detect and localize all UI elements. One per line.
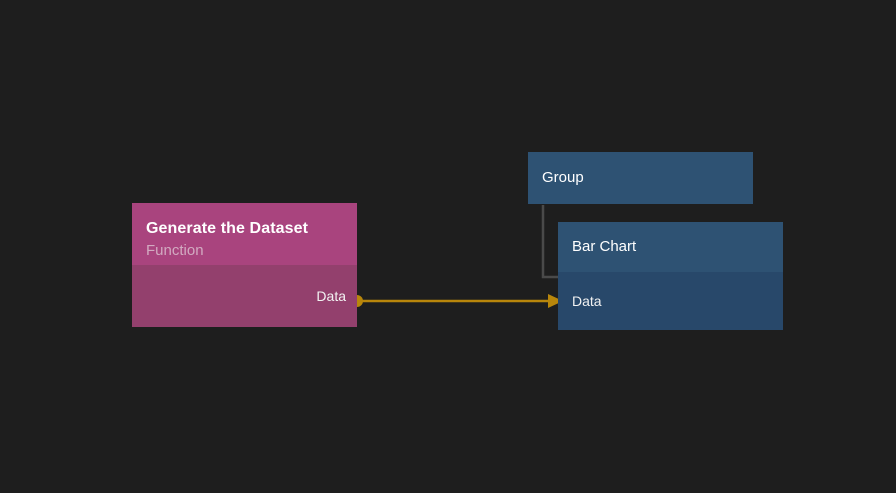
node-bar-chart[interactable]: Bar Chart Data bbox=[558, 222, 783, 330]
function-output-port-row[interactable]: Data bbox=[132, 265, 357, 327]
barchart-input-port-label: Data bbox=[572, 293, 602, 309]
function-node-header[interactable]: Generate the Dataset Function bbox=[132, 203, 357, 265]
barchart-node-header[interactable]: Bar Chart bbox=[558, 222, 783, 272]
node-group[interactable]: Group bbox=[528, 152, 753, 204]
function-output-port-label: Data bbox=[316, 288, 346, 304]
function-node-title: Generate the Dataset bbox=[146, 220, 309, 238]
group-bracket-connector bbox=[541, 205, 558, 279]
function-node-body: Data bbox=[132, 265, 357, 327]
barchart-node-body: Data bbox=[558, 272, 783, 330]
group-node-title: Group bbox=[542, 169, 584, 187]
group-node-header[interactable]: Group bbox=[528, 152, 753, 204]
node-generate-the-dataset[interactable]: Generate the Dataset Function Data bbox=[132, 203, 357, 327]
barchart-input-port-row[interactable]: Data bbox=[558, 272, 783, 330]
barchart-node-title: Bar Chart bbox=[572, 238, 637, 256]
function-node-subtitle: Function bbox=[146, 241, 204, 259]
